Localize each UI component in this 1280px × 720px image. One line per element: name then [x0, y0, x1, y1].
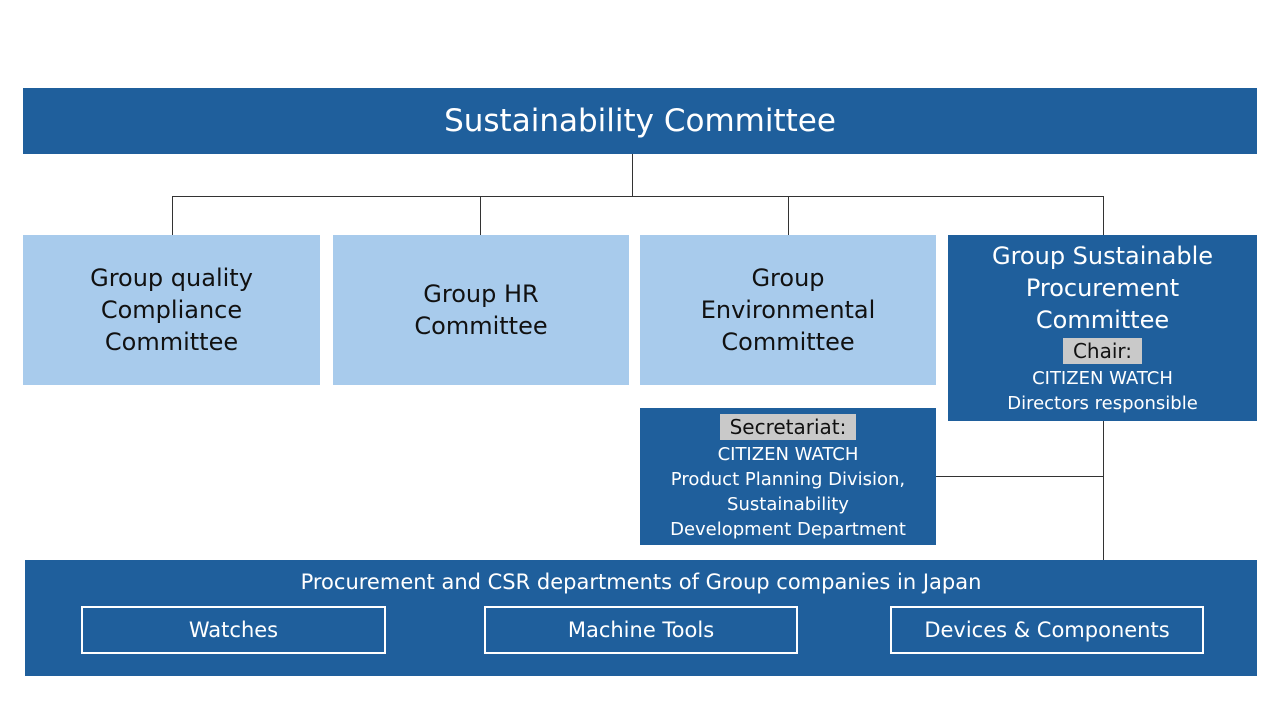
unit-devices-components: Devices & Components [890, 606, 1204, 654]
committee-line: Group Sustainable [991, 242, 1213, 270]
connector-hr [480, 196, 481, 235]
connector-procurement-down [1103, 421, 1104, 560]
committee-line: Procurement [1025, 274, 1180, 302]
group-environmental-committee-box: Group Environmental Committee [640, 235, 936, 385]
committee-line: Environmental [700, 296, 876, 324]
committee-line: Committee [104, 328, 239, 356]
connector-top-vertical [632, 154, 633, 196]
committee-line: Committee [721, 328, 855, 356]
chair-line: CITIZEN WATCH [1032, 368, 1173, 389]
unit-watches: Watches [81, 606, 386, 654]
connector-quality [172, 196, 173, 235]
secretariat-details: CITIZEN WATCH Product Planning Division,… [670, 442, 906, 542]
secretariat-box: Secretariat: CITIZEN WATCH Product Plann… [640, 408, 936, 545]
sustainability-committee-title: Sustainability Committee [444, 103, 836, 139]
chair-label: Chair: [1062, 338, 1143, 364]
committee-line: Group HR [423, 280, 539, 308]
committee-line: Group quality [90, 264, 253, 292]
procurement-committee-title: Group Sustainable Procurement Committee [992, 240, 1213, 336]
group-sustainable-procurement-committee-box: Group Sustainable Procurement Committee … [948, 235, 1257, 421]
connector-horizontal-bus [172, 196, 1104, 197]
committee-line: Committee [414, 312, 548, 340]
connector-environmental [788, 196, 789, 235]
secretariat-label: Secretariat: [719, 413, 857, 440]
secretariat-line: Product Planning Division, [670, 468, 906, 490]
connector-procurement [1103, 196, 1104, 235]
group-companies-box: Procurement and CSR departments of Group… [25, 560, 1257, 676]
committee-line: Group [751, 264, 825, 292]
committee-line: Compliance [100, 296, 243, 324]
secretariat-line: Sustainability [727, 493, 849, 515]
connector-secretariat [936, 476, 1104, 477]
unit-machine-tools: Machine Tools [484, 606, 798, 654]
chair-details: CITIZEN WATCH Directors responsible [1007, 366, 1198, 416]
chair-line: Directors responsible [1007, 393, 1198, 414]
sustainability-committee-box: Sustainability Committee [23, 88, 1257, 154]
secretariat-line: Development Department [670, 518, 906, 540]
group-quality-compliance-committee-box: Group quality Compliance Committee [23, 235, 320, 385]
group-companies-title: Procurement and CSR departments of Group… [300, 570, 982, 594]
group-hr-committee-box: Group HR Committee [333, 235, 629, 385]
secretariat-line: CITIZEN WATCH [717, 443, 859, 465]
committee-line: Committee [1035, 306, 1170, 334]
